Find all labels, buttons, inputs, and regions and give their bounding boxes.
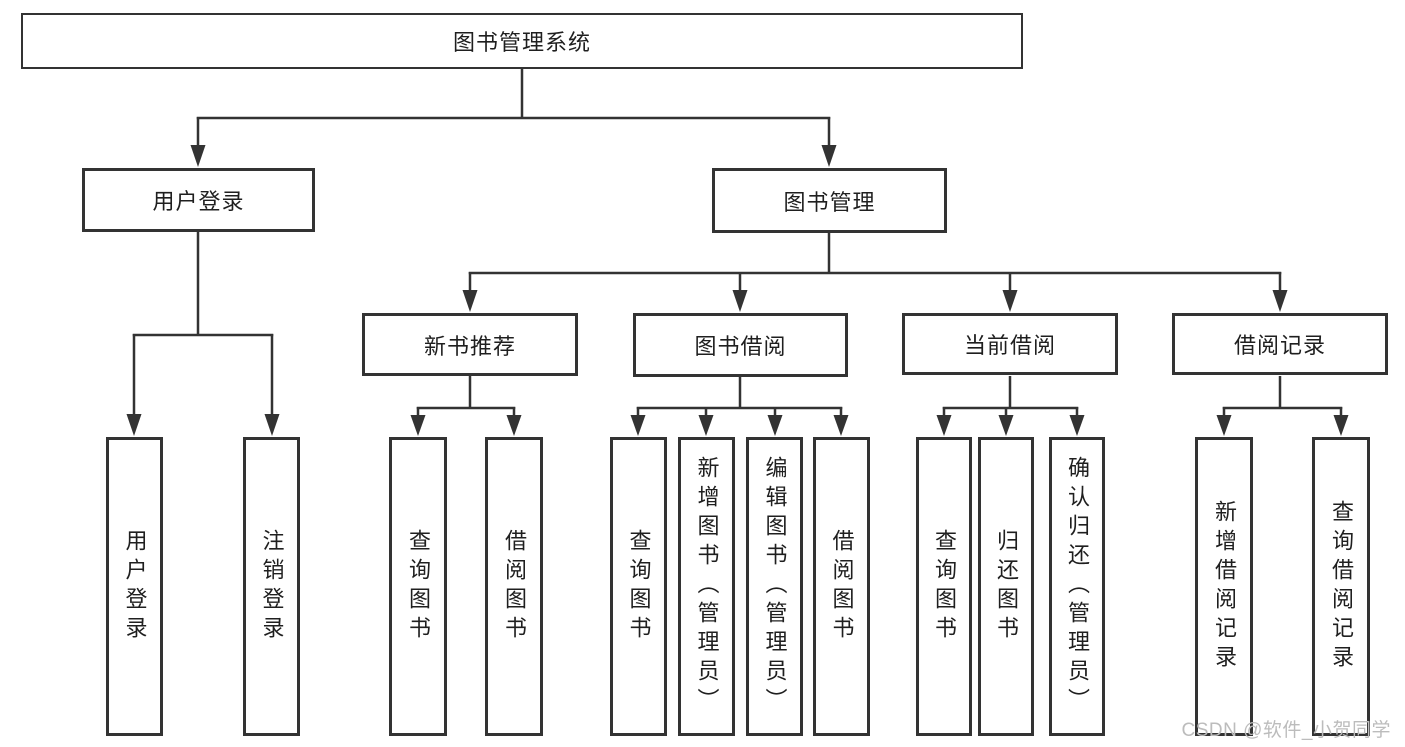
node-leaf-borrow-edit: 编辑图书（管理员） bbox=[746, 437, 803, 736]
node-root-label: 图书管理系统 bbox=[452, 30, 591, 55]
node-leaf-logout: 注销登录 bbox=[243, 437, 300, 736]
node-leaf-borrow-do-label: 借阅图书 bbox=[829, 528, 855, 645]
node-leaf-current-return: 归还图书 bbox=[978, 437, 1034, 736]
node-user-login: 用户登录 bbox=[82, 168, 315, 232]
node-leaf-records-add-label: 新增借阅记录 bbox=[1212, 499, 1237, 674]
node-leaf-borrow-query: 查询图书 bbox=[610, 437, 667, 736]
node-book-borrow-label: 图书借阅 bbox=[694, 334, 787, 359]
node-leaf-login: 用户登录 bbox=[106, 437, 163, 736]
node-book-management-label: 图书管理 bbox=[783, 189, 876, 215]
node-leaf-records-query-label: 查询借阅记录 bbox=[1329, 499, 1354, 674]
node-leaf-current-confirm: 确认归还（管理员） bbox=[1049, 437, 1105, 736]
node-book-management: 图书管理 bbox=[712, 168, 947, 233]
csdn-watermark: CSDN @软件_小贺同学 bbox=[1181, 720, 1391, 741]
node-leaf-logout-label: 注销登录 bbox=[259, 528, 285, 645]
node-leaf-login-label: 用户登录 bbox=[122, 528, 148, 645]
node-leaf-newrec-query-label: 查询图书 bbox=[406, 528, 431, 645]
node-borrow-records: 借阅记录 bbox=[1172, 313, 1388, 375]
node-new-book-recommend: 新书推荐 bbox=[362, 313, 578, 376]
node-new-book-recommend-label: 新书推荐 bbox=[423, 333, 516, 359]
node-leaf-newrec-borrow: 借阅图书 bbox=[485, 437, 543, 736]
node-leaf-borrow-add: 新增图书（管理员） bbox=[678, 437, 735, 736]
node-leaf-current-query: 查询图书 bbox=[916, 437, 972, 736]
node-user-login-label: 用户登录 bbox=[152, 189, 245, 214]
node-leaf-records-add: 新增借阅记录 bbox=[1195, 437, 1253, 736]
node-leaf-current-query-label: 查询图书 bbox=[932, 528, 957, 645]
node-leaf-borrow-do: 借阅图书 bbox=[813, 437, 870, 736]
node-leaf-borrow-query-label: 查询图书 bbox=[626, 528, 652, 645]
node-current-borrow: 当前借阅 bbox=[902, 313, 1118, 375]
node-book-borrow: 图书借阅 bbox=[633, 313, 848, 377]
node-leaf-records-query: 查询借阅记录 bbox=[1312, 437, 1370, 736]
node-borrow-records-label: 借阅记录 bbox=[1233, 333, 1326, 358]
node-leaf-borrow-edit-label: 编辑图书（管理员） bbox=[762, 456, 788, 717]
node-leaf-newrec-borrow-label: 借阅图书 bbox=[502, 528, 527, 645]
node-leaf-borrow-add-label: 新增图书（管理员） bbox=[694, 456, 720, 717]
node-current-borrow-label: 当前借阅 bbox=[963, 333, 1056, 358]
node-root: 图书管理系统 bbox=[21, 13, 1023, 69]
node-leaf-newrec-query: 查询图书 bbox=[389, 437, 447, 736]
node-leaf-current-confirm-label: 确认归还（管理员） bbox=[1065, 456, 1090, 717]
node-leaf-current-return-label: 归还图书 bbox=[994, 528, 1019, 645]
